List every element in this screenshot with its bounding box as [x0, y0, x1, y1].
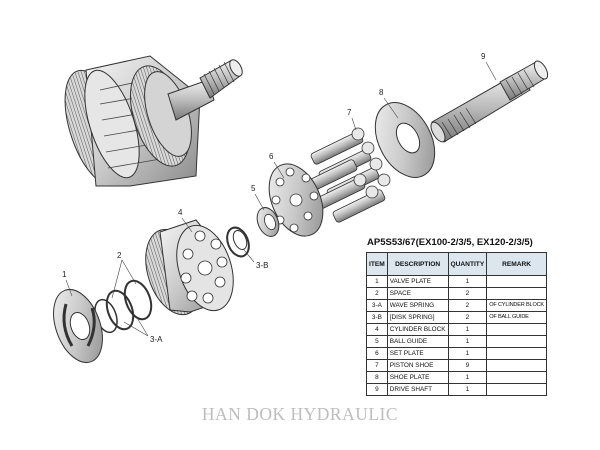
header-description: DESCRIPTION	[386, 252, 449, 276]
cell-remark: OF CYLINDER BLOCK	[486, 299, 547, 312]
cell-quantity: 1	[447, 335, 488, 348]
header-quantity: QUANTITY	[447, 252, 488, 276]
cell-remark	[486, 347, 547, 360]
callout-4: 4	[178, 208, 183, 217]
cell-description: [DISK SPRING]	[386, 311, 449, 324]
cell-description: VALVE PLATE	[386, 275, 449, 288]
cell-remark	[486, 335, 547, 348]
table-row: 6 SET PLATE 1	[366, 347, 547, 360]
cell-item: 4	[366, 323, 388, 336]
spacers-illustration	[94, 279, 153, 334]
cell-quantity: 1	[447, 383, 488, 396]
cell-quantity: 2	[447, 299, 488, 312]
table-row: 2 SPACE 2	[366, 287, 547, 300]
callout-3a: 3-A	[150, 335, 163, 344]
cell-remark	[486, 275, 547, 288]
parts-table-title: AP5S53/67(EX100-2/3/5, EX120-2/3/5)	[367, 237, 533, 248]
cell-remark: OF BALL GUIDE	[486, 311, 547, 324]
cell-remark	[486, 359, 547, 372]
cell-item: 1	[366, 275, 388, 288]
table-row: 4 CYLINDER BLOCK 1	[366, 323, 547, 336]
cell-item: 8	[366, 371, 388, 384]
table-row: 3-A WAVE SPRING 2 OF CYLINDER BLOCK	[366, 299, 547, 312]
table-row: 1 VALVE PLATE 1	[366, 275, 547, 288]
cell-quantity: 1	[447, 347, 488, 360]
table-row: 3-B [DISK SPRING] 2 OF BALL GUIDE	[366, 311, 547, 324]
valve-plate-illustration	[53, 289, 103, 363]
drive-shaft-illustration	[430, 60, 549, 143]
callout-7: 7	[347, 108, 352, 117]
piston-shoes-illustration	[304, 127, 391, 223]
callout-6: 6	[269, 152, 274, 161]
callout-1: 1	[62, 270, 67, 279]
cell-quantity: 1	[447, 371, 488, 384]
cell-item: 2	[366, 287, 388, 300]
callout-5: 5	[251, 184, 256, 193]
cylinder-block-illustration	[145, 219, 234, 316]
cell-item: 3-B	[366, 311, 388, 324]
ball-guide-illustration	[256, 207, 280, 237]
cell-description: BALL GUIDE	[386, 335, 449, 348]
set-plate-illustration	[268, 163, 324, 237]
table-row: 5 BALL GUIDE 1	[366, 335, 547, 348]
table-row: 8 SHOE PLATE 1	[366, 371, 547, 384]
shoe-plate-illustration	[374, 102, 436, 178]
cell-remark	[486, 383, 547, 396]
cell-item: 5	[366, 335, 388, 348]
cell-item: 3-A	[366, 299, 388, 312]
cell-description: SHOE PLATE	[386, 371, 449, 384]
cell-description: WAVE SPRING	[386, 299, 449, 312]
cell-description: SPACE	[386, 287, 449, 300]
parts-table-header-row: ITEM DESCRIPTION QUANTITY REMARK	[366, 252, 547, 276]
cell-description: SET PLATE	[386, 347, 449, 360]
cell-quantity: 2	[447, 311, 488, 324]
cell-remark	[486, 371, 547, 384]
cell-quantity: 1	[447, 275, 488, 288]
cell-description: CYLINDER BLOCK	[386, 323, 449, 336]
cell-item: 9	[366, 383, 388, 396]
cell-description: DRIVE SHAFT	[386, 383, 449, 396]
header-item: ITEM	[366, 252, 388, 276]
cell-item: 6	[366, 347, 388, 360]
parts-table: ITEM DESCRIPTION QUANTITY REMARK 1 VALVE…	[366, 252, 547, 396]
callout-3b: 3-B	[256, 261, 268, 270]
company-watermark: HAN DOK HYDRAULIC	[201, 404, 399, 424]
header-remark: REMARK	[486, 252, 547, 276]
callout-2: 2	[117, 251, 122, 260]
cell-quantity: 2	[447, 287, 488, 300]
cell-remark	[486, 287, 547, 300]
callout-9: 9	[481, 52, 486, 61]
cell-quantity: 9	[447, 359, 488, 372]
disk-spring-illustration	[226, 226, 250, 258]
cell-description: PISTON SHOE	[386, 359, 449, 372]
cell-remark	[486, 323, 547, 336]
leader-lines	[65, 61, 497, 337]
table-row: 7 PISTON SHOE 9	[366, 359, 547, 372]
assembled-pump-illustration	[64, 55, 243, 187]
cell-quantity: 1	[447, 323, 488, 336]
table-row: 9 DRIVE SHAFT 1	[366, 383, 547, 396]
callout-8: 8	[379, 88, 384, 97]
cell-item: 7	[366, 359, 388, 372]
